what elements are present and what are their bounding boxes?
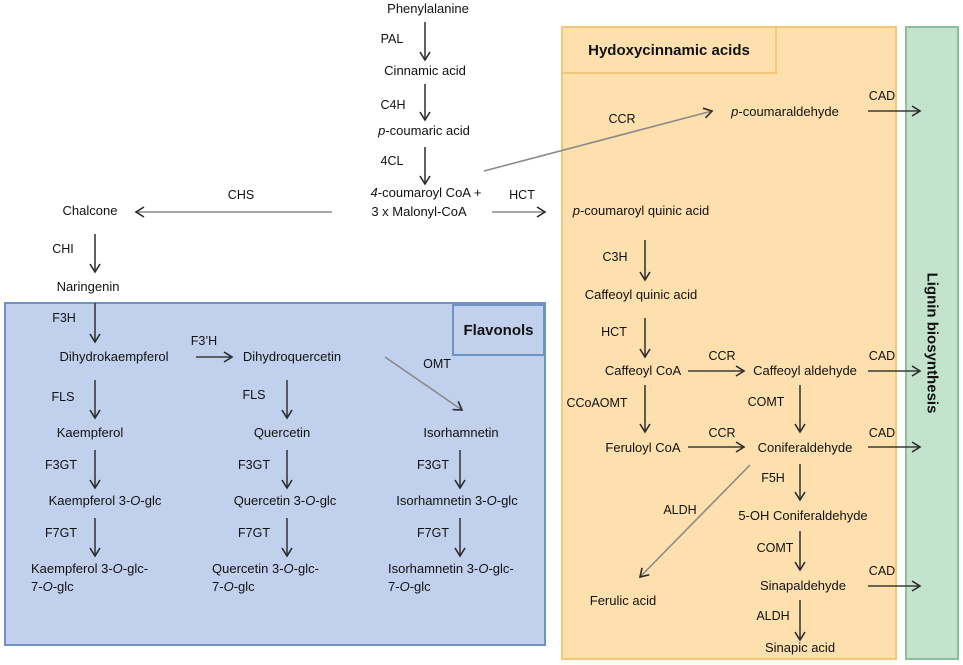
lignin-biosynthesis-region [905, 26, 959, 660]
dihydrokaempferol-label: Dihydrokaempferol [59, 349, 169, 364]
enzyme-comt-2: COMT [756, 541, 794, 555]
isorhamnetin-3-glc-7-glc-line2: 7-O-glc [388, 579, 431, 594]
quercetin-3-glc-label: Quercetin 3-O-glc [233, 493, 337, 508]
coniferaldehyde-label: Coniferaldehyde [757, 440, 853, 455]
enzyme-cad-2: CAD [868, 349, 896, 363]
5-oh-coniferaldehyde-label: 5-OH Coniferaldehyde [738, 508, 868, 523]
sinapaldehyde-label: Sinapaldehyde [759, 578, 847, 593]
enzyme-cad-4: CAD [868, 564, 896, 578]
enzyme-f3h: F3H [52, 311, 76, 325]
enzyme-omt: OMT [423, 357, 451, 371]
enzyme-chi: CHI [52, 242, 74, 256]
enzyme-c3h: C3H [602, 250, 628, 264]
kaempferol-label: Kaempferol [56, 425, 124, 440]
arrow-omt [384, 356, 464, 411]
isorhamnetin-3-glc-7-glc-line1: Isorhamnetin 3-O-glc- [388, 561, 514, 576]
enzyme-ccoaomt: CCoAOMT [566, 396, 628, 410]
quercetin-3-glc-7-glc-line1: Quercetin 3-O-glc- [212, 561, 319, 576]
isorhamnetin-3-glc-label: Isorhamnetin 3-O-glc [396, 493, 518, 508]
enzyme-4cl: 4CL [380, 154, 404, 168]
quercetin-3-glc-7-glc-line2: 7-O-glc [212, 579, 255, 594]
dihydroquercetin-label: Dihydroquercetin [242, 349, 342, 364]
coumaroyl-coa-label: 4-coumaroyl CoA + [370, 185, 482, 200]
p-coumaric-acid-label: p-coumaric acid [378, 123, 470, 138]
enzyme-aldh-2: ALDH [756, 609, 790, 623]
enzyme-f3gt-2: F3GT [238, 458, 270, 472]
enzyme-ccr-2: CCR [708, 349, 736, 363]
enzyme-f3prime-h: F3’H [190, 334, 218, 348]
enzyme-f5h: F5H [761, 471, 785, 485]
enzyme-hct-2: HCT [601, 325, 627, 339]
p-coumaraldehyde-label: p-coumaraldehyde [731, 104, 839, 119]
cinnamic-acid-label: Cinnamic acid [384, 63, 466, 78]
enzyme-comt-1: COMT [747, 395, 785, 409]
hydroxycinnamic-acids-region [561, 26, 897, 660]
kaempferol-3-glc-label: Kaempferol 3-O-glc [48, 493, 162, 508]
kaempferol-3-glc-7-glc-line2: 7-O-glc [31, 579, 74, 594]
ferulic-acid-label: Ferulic acid [589, 593, 657, 608]
enzyme-f3gt-1: F3GT [45, 458, 77, 472]
arrow-ccr-1 [483, 107, 714, 172]
kaempferol-3-glc-7-glc-line1: Kaempferol 3-O-glc- [31, 561, 149, 576]
malonyl-coa-label: 3 x Malonyl-CoA [371, 204, 467, 219]
feruloyl-coa-label: Feruloyl CoA [605, 440, 681, 455]
enzyme-chs: CHS [227, 188, 255, 202]
enzyme-f7gt-2: F7GT [238, 526, 270, 540]
enzyme-pal: PAL [380, 32, 404, 46]
enzyme-ccr-1: CCR [608, 112, 636, 126]
hydroxycinnamic-acids-title: Hydoxycinnamic acids [561, 26, 777, 74]
caffeoyl-coa-label: Caffeoyl CoA [604, 363, 682, 378]
caffeoyl-aldehyde-label: Caffeoyl aldehyde [753, 363, 857, 378]
enzyme-f7gt-3: F7GT [417, 526, 449, 540]
enzyme-cad-1: CAD [868, 89, 896, 103]
arrow-aldh-1 [638, 464, 751, 579]
naringenin-label: Naringenin [56, 279, 120, 294]
enzyme-fls-1: FLS [51, 390, 75, 404]
enzyme-c4h: C4H [380, 98, 406, 112]
p-coumaroyl-quinic-acid-label: p-coumaroyl quinic acid [572, 203, 710, 218]
flavonols-title: Flavonols [452, 304, 545, 356]
enzyme-f3gt-3: F3GT [417, 458, 449, 472]
enzyme-ccr-3: CCR [708, 426, 736, 440]
quercetin-label: Quercetin [253, 425, 311, 440]
enzyme-hct-1: HCT [509, 188, 535, 202]
caffeoyl-quinic-acid-label: Caffeoyl quinic acid [584, 287, 698, 302]
phenylalanine-label: Phenylalanine [387, 1, 469, 16]
enzyme-f7gt-1: F7GT [45, 526, 77, 540]
sinapic-acid-label: Sinapic acid [764, 640, 836, 655]
enzyme-fls-2: FLS [242, 388, 266, 402]
isorhamnetin-label: Isorhamnetin [423, 425, 499, 440]
enzyme-cad-3: CAD [868, 426, 896, 440]
enzyme-aldh-1: ALDH [663, 503, 697, 517]
chalcone-label: Chalcone [62, 203, 118, 218]
